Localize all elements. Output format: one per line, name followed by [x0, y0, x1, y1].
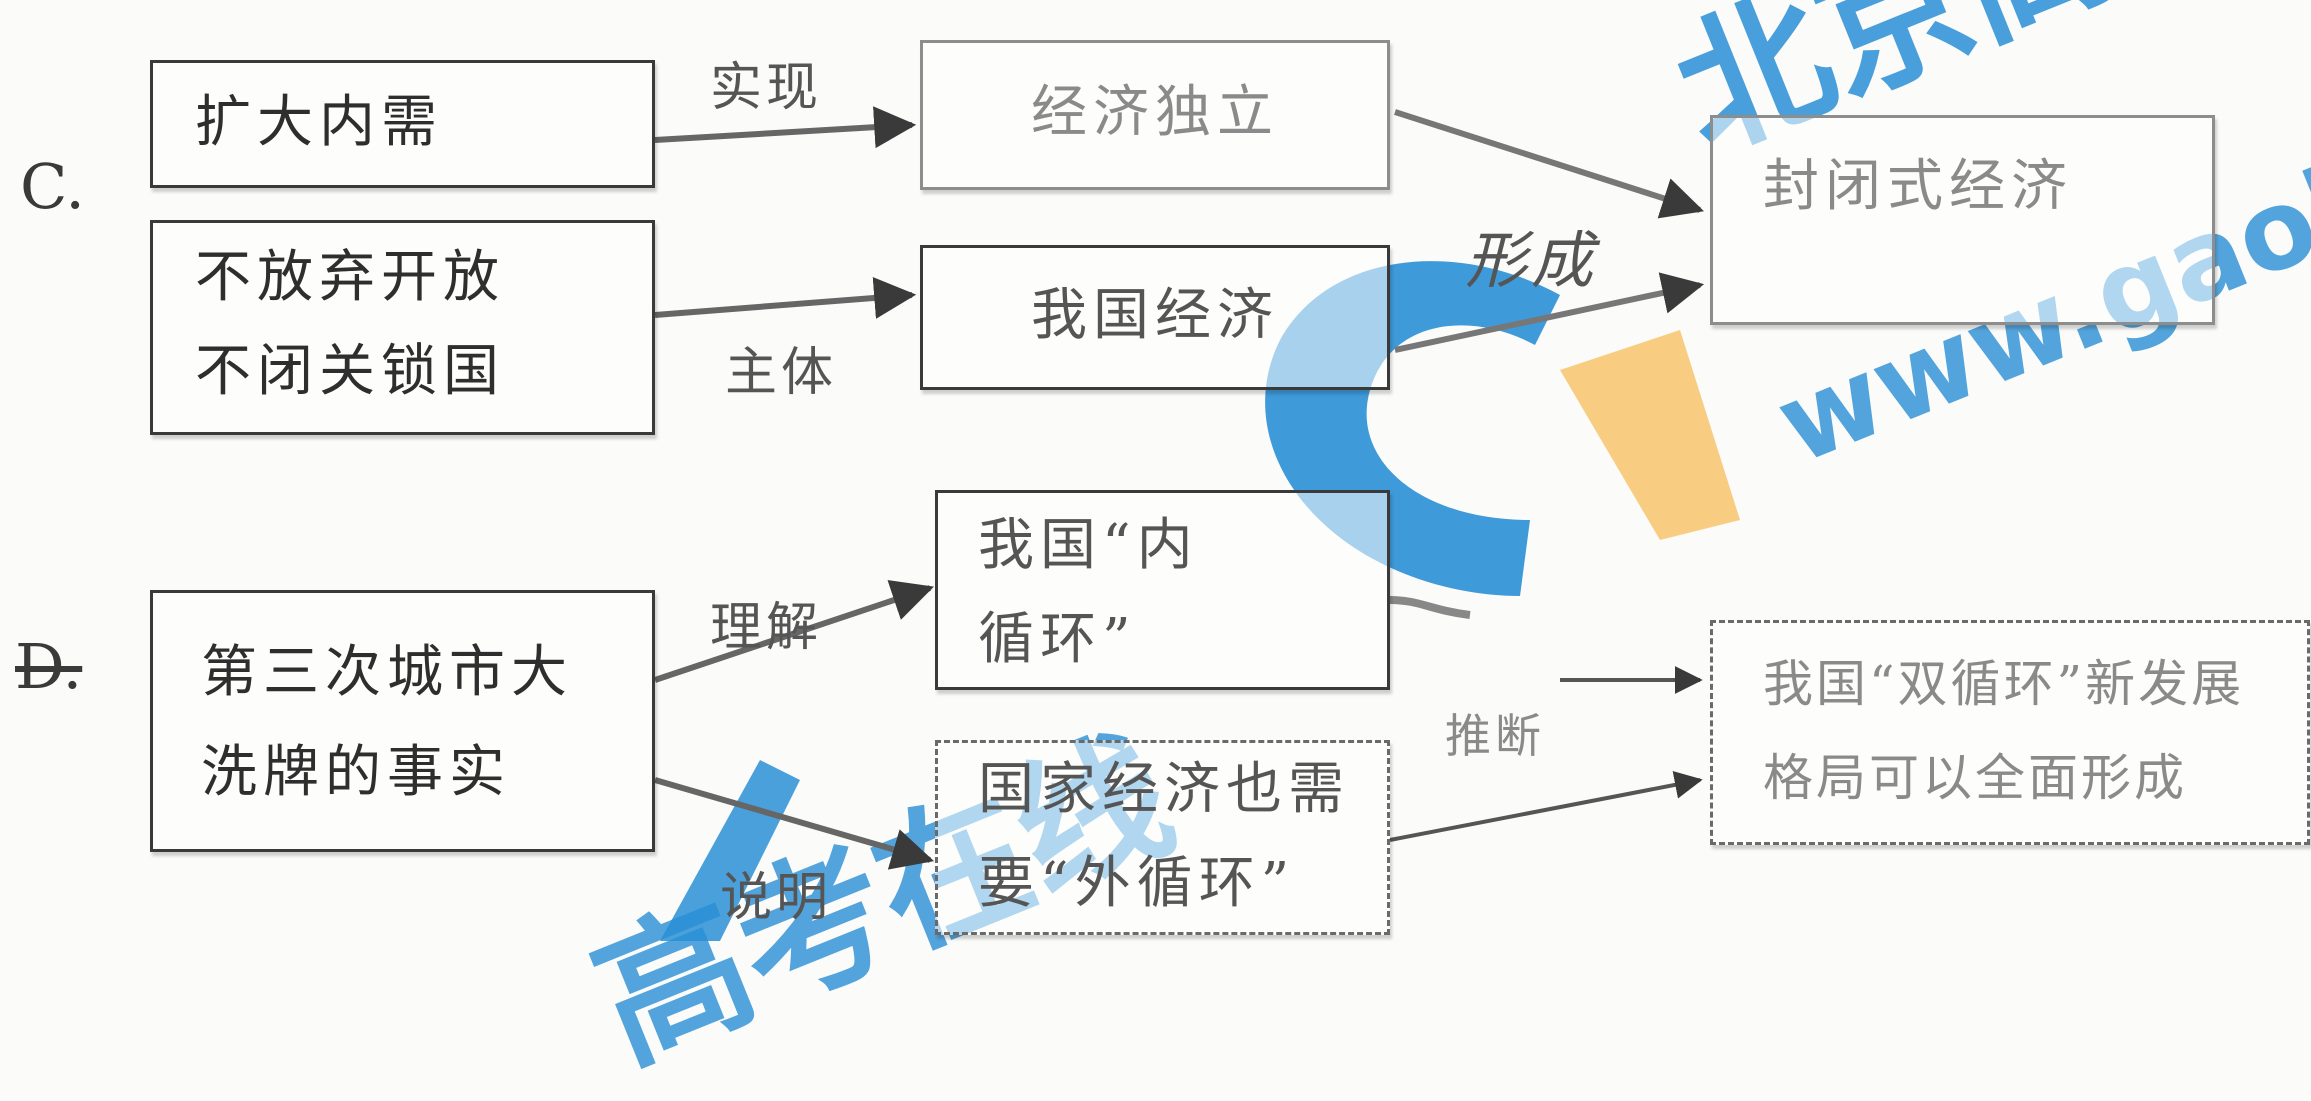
box-text: 扩大内需: [195, 90, 443, 155]
box-closed-economy: 封闭式经济: [1710, 115, 2215, 325]
label-infer: 推断: [1445, 709, 1545, 763]
box-text: 经济独立: [1031, 80, 1279, 145]
arrow-open-to-our-economy: [654, 276, 917, 319]
arrow-independence-to-result: [1394, 109, 1704, 219]
label-explain: 说明: [720, 868, 833, 928]
connector-inner-stub: [1389, 596, 1471, 619]
box-text-line-1: 国家经济也需: [978, 757, 1350, 822]
label-subject: 主体: [725, 343, 838, 403]
arrow-expand-to-independence: [654, 106, 917, 149]
box-text: 我国经济: [1031, 283, 1279, 348]
label-understand: 理解: [710, 598, 823, 658]
box-dual-circulation: 我国“双循环”新发展 格局可以全面形成: [1710, 620, 2310, 845]
option-c-label: C.: [20, 150, 85, 223]
box-text-line-2: 格局可以全面形成: [1763, 749, 2187, 807]
box-text-line-2: 要“外循环”: [978, 851, 1296, 916]
diagram: C. D. 扩大内需 不放弃开放 不闭关锁国 经济独立 我国经济 封闭式经济 实…: [15, 40, 2310, 935]
box-outer-circulation: 国家经济也需 要“外循环”: [935, 740, 1390, 935]
box-expand-demand: 扩大内需: [150, 60, 655, 188]
box-inner-circulation: 我国“内 循环”: [935, 490, 1390, 690]
box-text-line-1: 我国“双循环”新发展: [1763, 655, 2245, 713]
watermark-chevron-shape: [1560, 330, 1740, 540]
box-text-line-2: 不闭关锁国: [195, 339, 505, 404]
arrow-our-economy-to-result: [1394, 272, 1705, 353]
option-d-label: D.: [15, 630, 83, 703]
box-our-economy: 我国经济: [920, 245, 1390, 390]
arrow-outer-to-result: [1389, 771, 1703, 842]
watermark-stroke-shape: [660, 760, 800, 941]
connector-layer: [654, 106, 1705, 870]
label-form: 形成: [1465, 224, 1598, 297]
box-city-reshuffle-fact: 第三次城市大 洗牌的事实: [150, 590, 655, 852]
arrow-fact-to-inner: [654, 580, 934, 683]
box-text-line-1: 我国“内: [978, 513, 1199, 578]
label-realize: 实现: [710, 58, 823, 118]
box-text-line-2: 洗牌的事实: [201, 740, 511, 805]
arrow-fact-to-outer: [654, 777, 935, 870]
box-text-line-1: 封闭式经济: [1763, 154, 2073, 219]
box-economic-independence: 经济独立: [920, 40, 1390, 190]
box-text-line-2: 循环”: [978, 607, 1137, 672]
box-keep-open: 不放弃开放 不闭关锁国: [150, 220, 655, 435]
box-text-line-1: 不放弃开放: [195, 245, 505, 310]
box-text-line-1: 第三次城市大: [201, 640, 573, 705]
